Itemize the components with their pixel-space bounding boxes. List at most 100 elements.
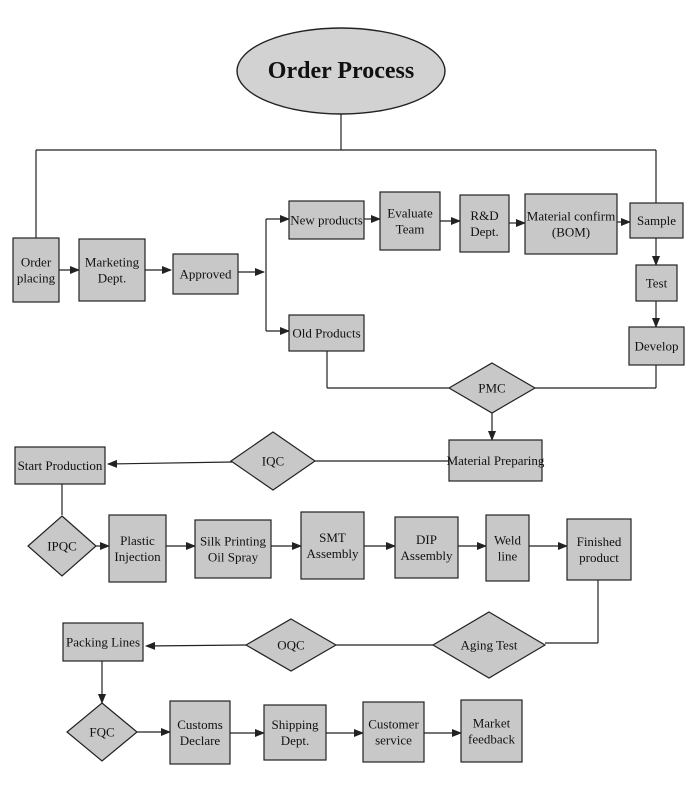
node-fqc: FQC: [66, 702, 138, 762]
connector-arrow: [107, 459, 233, 468]
process-box: [288, 314, 365, 352]
node-label: Silk Printing: [200, 534, 267, 549]
node-label: Customer: [368, 717, 419, 732]
process-box: [379, 191, 441, 251]
process-box: [485, 514, 530, 582]
node-label: Dept.: [98, 271, 127, 286]
node-start-production: Start Production: [14, 446, 106, 485]
process-box: [62, 622, 144, 662]
decision-diamond: [229, 431, 317, 491]
node-label: SMT: [319, 530, 346, 545]
node-label: Approved: [180, 267, 232, 282]
node-label: Aging Test: [461, 638, 518, 653]
node-material-confirm: Material confirm(BOM): [524, 193, 618, 255]
node-label: Old Products: [292, 326, 360, 341]
node-label: Sample: [637, 213, 676, 228]
node-label: Marketing: [85, 255, 140, 270]
decision-diamond: [244, 618, 338, 672]
process-box: [263, 704, 327, 761]
node-label: Team: [396, 222, 425, 237]
process-box: [288, 200, 365, 240]
node-label: Declare: [180, 733, 221, 748]
process-box: [12, 237, 60, 303]
process-box: [14, 446, 106, 485]
node-label: (BOM): [552, 225, 590, 240]
process-box: [448, 439, 543, 482]
process-box: [78, 238, 146, 302]
node-approved: Approved: [172, 253, 239, 295]
node-label: R&D: [470, 208, 498, 223]
node-label: DIP: [416, 532, 437, 547]
process-box: [300, 511, 365, 580]
process-box: [460, 699, 523, 763]
process-box: [524, 193, 618, 255]
decision-diamond: [431, 611, 547, 679]
process-box: [194, 519, 272, 579]
node-label: New products: [290, 213, 363, 228]
node-label: Evaluate: [387, 206, 433, 221]
node-label: OQC: [277, 638, 304, 653]
node-label: Order: [21, 255, 52, 270]
node-label: feedback: [468, 732, 515, 747]
node-iqc: IQC: [229, 431, 317, 491]
node-new-products: New products: [288, 200, 365, 240]
decision-diamond: [27, 515, 97, 577]
node-label: Customs: [177, 717, 223, 732]
node-label: Finished: [577, 534, 622, 549]
node-label: line: [498, 549, 518, 564]
connector-arrow: [145, 641, 247, 650]
node-label: Market: [473, 716, 511, 731]
node-label: IPQC: [47, 539, 77, 554]
connector-lines: [35, 114, 660, 737]
node-label: Assembly: [401, 548, 454, 563]
process-box: [629, 202, 684, 239]
node-label: Dept.: [470, 224, 499, 239]
diagram-title: Order Process: [268, 58, 414, 84]
node-label: IQC: [262, 454, 284, 469]
node-pmc: PMC: [447, 362, 537, 414]
node-label: placing: [17, 271, 56, 286]
title-node: Order Process: [236, 27, 446, 115]
node-sample: Sample: [629, 202, 684, 239]
process-box: [172, 253, 239, 295]
node-ipqc: IPQC: [27, 515, 97, 577]
node-oqc: OQC: [244, 618, 338, 672]
node-aging-test: Aging Test: [431, 611, 547, 679]
node-label: product: [579, 550, 619, 565]
node-test: Test: [635, 264, 678, 302]
node-label: Material confirm: [527, 209, 615, 224]
process-box: [459, 194, 510, 253]
process-box: [635, 264, 678, 302]
node-label: FQC: [89, 725, 114, 740]
process-box: [628, 326, 685, 366]
decision-diamond: [447, 362, 537, 414]
process-box: [566, 518, 632, 581]
node-packing-lines: Packing Lines: [62, 622, 144, 662]
node-label: Develop: [634, 339, 678, 354]
node-label: Injection: [114, 549, 161, 564]
decision-diamond: [66, 702, 138, 762]
node-label: Start Production: [18, 458, 103, 473]
node-label: service: [375, 733, 412, 748]
node-label: Test: [646, 276, 668, 291]
process-box: [394, 516, 459, 579]
node-develop: Develop: [628, 326, 685, 366]
node-material-preparing: Material Preparing: [447, 439, 545, 482]
node-label: Plastic: [120, 533, 155, 548]
node-label: Oil Spray: [208, 550, 259, 565]
